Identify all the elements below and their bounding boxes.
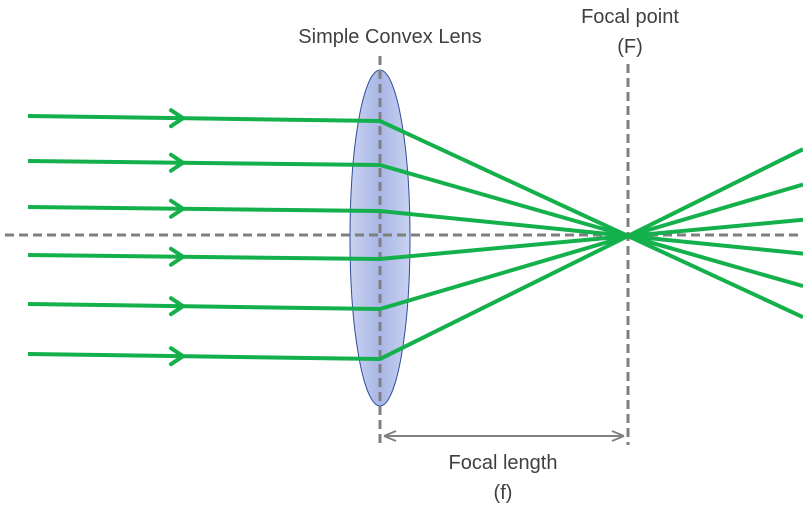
focal-length-label: Focal length — [448, 452, 558, 474]
ray-arrowhead — [169, 246, 185, 267]
ray-arrowhead — [169, 152, 185, 173]
focal-length-symbol: (f) — [493, 482, 513, 504]
lens-label: Simple Convex Lens — [298, 26, 482, 48]
focal-length-dimension-arrow — [383, 430, 625, 442]
focal-point-symbol: (F) — [617, 36, 643, 58]
light-ray — [27, 205, 803, 256]
light-ray — [27, 147, 803, 361]
light-ray — [27, 182, 803, 311]
focal-point-label: Focal point — [581, 6, 679, 28]
ray-arrowhead — [169, 108, 185, 129]
light-ray — [27, 217, 803, 261]
light-ray — [27, 114, 803, 319]
light-rays — [27, 108, 803, 367]
light-ray — [27, 159, 803, 289]
ray-arrowhead — [169, 296, 185, 317]
ray-arrowhead — [169, 346, 185, 367]
ray-arrowhead — [169, 198, 185, 219]
